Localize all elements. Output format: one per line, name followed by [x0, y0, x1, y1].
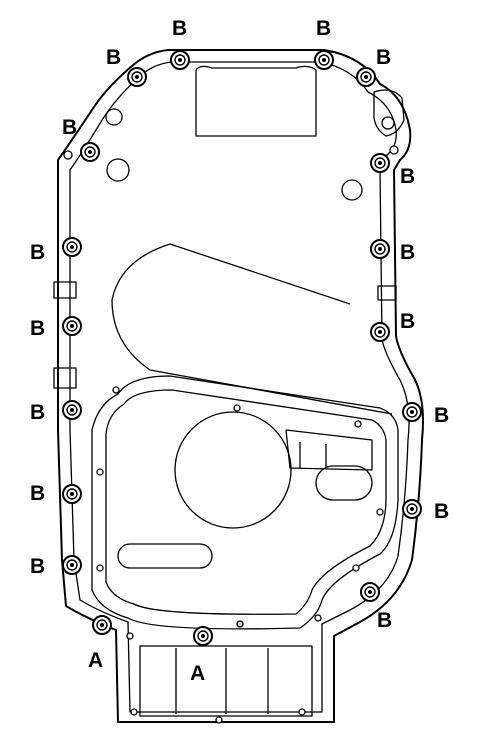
bolt-b [402, 499, 422, 519]
callout-label: B [30, 317, 45, 340]
bolt-b [62, 316, 82, 336]
left-tab-upper [53, 281, 77, 299]
dowel-hole [381, 116, 395, 130]
bolt-b [370, 322, 390, 342]
small-hole [236, 620, 244, 628]
pin-hole [389, 145, 399, 155]
small-hole [215, 716, 223, 724]
small-hole [96, 468, 104, 476]
small-hole [376, 508, 384, 516]
inner-slot-right [315, 465, 373, 501]
timing-cover-line [169, 243, 351, 305]
callout-label: B [434, 500, 449, 523]
bolt-b [314, 50, 334, 70]
bolt-b [370, 239, 390, 259]
crank-boss-circle [174, 411, 292, 529]
dowel-hole [106, 158, 130, 182]
dowel-hole [341, 179, 363, 201]
callout-label: B [434, 404, 449, 427]
bolt-b [62, 555, 82, 575]
small-hole [126, 632, 134, 640]
bolt-b [170, 50, 190, 70]
callout-label: B [400, 241, 415, 264]
callout-label: B [172, 17, 187, 40]
bolt-b [80, 142, 100, 162]
oil-pan-inner-flange [69, 61, 410, 713]
callout-label: B [377, 609, 392, 632]
inner-channel [285, 429, 373, 471]
top-notch [195, 65, 317, 137]
bolt-a [193, 626, 213, 646]
callout-label: A [190, 662, 205, 685]
dowel-hole [105, 108, 123, 126]
drain-panel [139, 645, 313, 717]
small-hole [354, 420, 362, 428]
bolt-b [62, 484, 82, 504]
small-hole [352, 564, 360, 572]
bolt-a [92, 615, 112, 635]
bolt-b [370, 153, 390, 173]
callout-label: B [62, 116, 77, 139]
bolt-b [356, 67, 376, 87]
callout-label: B [106, 46, 121, 69]
pin-hole [63, 150, 73, 160]
oil-pan-outer-outline [57, 49, 424, 723]
callout-label: B [400, 165, 415, 188]
sump-inner-outline [105, 389, 387, 615]
small-hole [96, 564, 104, 572]
bolt-b [127, 67, 147, 87]
timing-cover-curve [111, 243, 393, 415]
callout-label: B [30, 555, 45, 578]
upper-right-bracket [373, 89, 405, 137]
small-hole [233, 404, 241, 412]
callout-label: B [30, 401, 45, 424]
lower-left-slot [117, 543, 213, 569]
small-hole [298, 708, 306, 716]
callout-label: A [88, 649, 103, 672]
callout-label: B [400, 310, 415, 333]
small-hole [130, 708, 138, 716]
callout-label: B [30, 241, 45, 264]
bolt-b [62, 400, 82, 420]
callout-label: B [316, 17, 331, 40]
left-tab-lower [53, 367, 77, 389]
small-hole [112, 386, 120, 394]
right-tab [377, 285, 397, 301]
bolt-b [360, 582, 380, 602]
bolt-b [402, 402, 422, 422]
small-hole [314, 614, 322, 622]
sump-outer-outline [91, 375, 399, 630]
callout-label: B [376, 46, 391, 69]
callout-label: B [30, 482, 45, 505]
bolt-b [62, 237, 82, 257]
